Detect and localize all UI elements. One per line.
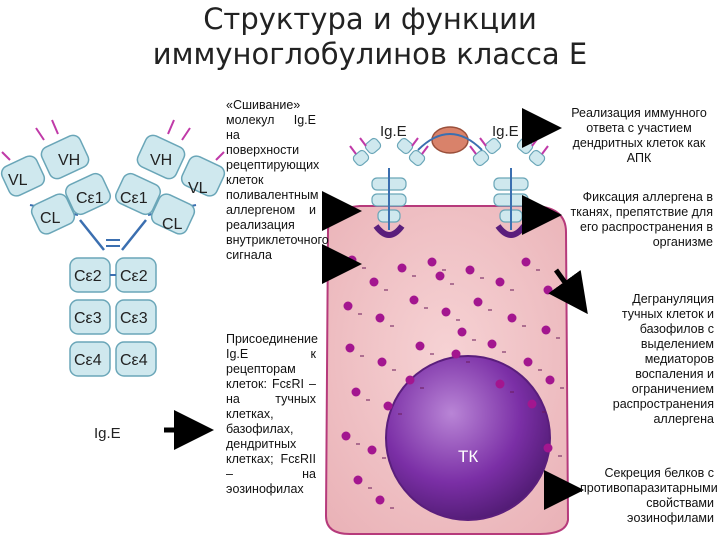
granule <box>543 285 553 295</box>
ce1-left-label: Cε1 <box>76 190 104 207</box>
granule <box>473 297 483 307</box>
granule <box>465 265 475 275</box>
granule <box>487 339 497 349</box>
granule <box>457 327 467 337</box>
ce2-right-label: Cε2 <box>120 268 148 285</box>
mast-cell <box>324 205 570 535</box>
granule <box>405 375 415 385</box>
granule <box>351 387 361 397</box>
process-arrows <box>322 108 588 510</box>
ce1-left-domain <box>64 172 112 216</box>
granule <box>397 263 407 273</box>
ige-antibody-label: Ig.E <box>94 425 121 442</box>
ce4-right-domain <box>115 341 157 377</box>
granules <box>341 255 559 505</box>
secretion-text: Секреция белков с противопаразитарными с… <box>580 466 718 525</box>
granule <box>341 431 351 441</box>
granule <box>343 301 353 311</box>
ce3-right-label: Cε3 <box>120 310 148 327</box>
granule <box>353 475 363 485</box>
granule <box>375 495 385 505</box>
cl-right-domain <box>150 193 196 235</box>
nucleus <box>385 355 551 521</box>
ce3-left-label: Cε3 <box>74 310 102 327</box>
granule <box>383 401 393 411</box>
allergen <box>431 126 469 154</box>
immune-response-text: Реализация иммунного ответа с участием д… <box>571 106 707 165</box>
cell-ige-left-label: Ig.E <box>380 123 407 140</box>
granule <box>345 343 355 353</box>
page-title: Структура и функции иммуноглобулинов кла… <box>120 2 620 72</box>
granule <box>377 357 387 367</box>
granule <box>415 341 425 351</box>
granule <box>523 357 533 367</box>
granule <box>441 307 451 317</box>
granule <box>435 271 445 281</box>
vh-left-label: VH <box>58 152 80 169</box>
ce3-left-domain <box>69 299 111 335</box>
vl-right-domain <box>180 155 226 197</box>
ce1-right-label: Cε1 <box>120 190 148 207</box>
ce2-left-label: Cε2 <box>74 268 102 285</box>
cl-right-label: CL <box>162 216 183 233</box>
granule <box>495 277 505 287</box>
vl-right-label: VL <box>188 180 208 197</box>
fixation-text: Фиксация аллергена в тканях, препятствие… <box>570 190 713 249</box>
granule <box>543 443 553 453</box>
granule <box>375 313 385 323</box>
fc-receptor-left <box>373 224 405 238</box>
degranulation-text: Дегрануляция тучных клеток и базофилов с… <box>612 292 714 426</box>
cell-ige-right-label: Ig.E <box>492 123 519 140</box>
crosslink-text: «Сшивание» молекул Ig.E на поверхности р… <box>226 98 329 262</box>
vh-right-domain <box>136 134 186 180</box>
granule <box>367 445 377 455</box>
granule <box>527 399 537 409</box>
granule <box>545 375 555 385</box>
granule <box>427 257 437 267</box>
granule <box>495 379 505 389</box>
cl-left-domain <box>30 193 76 235</box>
ce3-right-domain <box>115 299 157 335</box>
granule <box>541 325 551 335</box>
granule <box>451 349 461 359</box>
granule <box>369 277 379 287</box>
ige-antibody: VH VH VL VL Cε1 Cε1 CL CL Cε2 Cε2 Cε3 Cε… <box>0 119 226 442</box>
granule <box>507 313 517 323</box>
title-line-2: иммуноглобулинов класса Е <box>152 37 588 71</box>
vh-left-domain <box>40 134 90 180</box>
vl-left-domain <box>0 155 46 197</box>
ce4-right-label: Cε4 <box>120 352 148 369</box>
ce4-left-label: Cε4 <box>74 352 102 369</box>
granule <box>521 257 531 267</box>
ce4-left-domain <box>69 341 111 377</box>
title-line-1: Структура и функции <box>203 2 537 36</box>
cl-left-label: CL <box>40 210 61 227</box>
vh-right-label: VH <box>150 152 172 169</box>
fc-receptor-right <box>495 224 527 238</box>
attachment-text: Присоединение Ig.E к рецепторам клеток: … <box>226 332 318 496</box>
ce1-right-domain <box>114 172 162 216</box>
vl-left-label: VL <box>8 172 28 189</box>
granule <box>409 295 419 305</box>
arrow-to-degranulation <box>548 268 588 315</box>
cell-nucleus-label: ТК <box>458 447 478 466</box>
